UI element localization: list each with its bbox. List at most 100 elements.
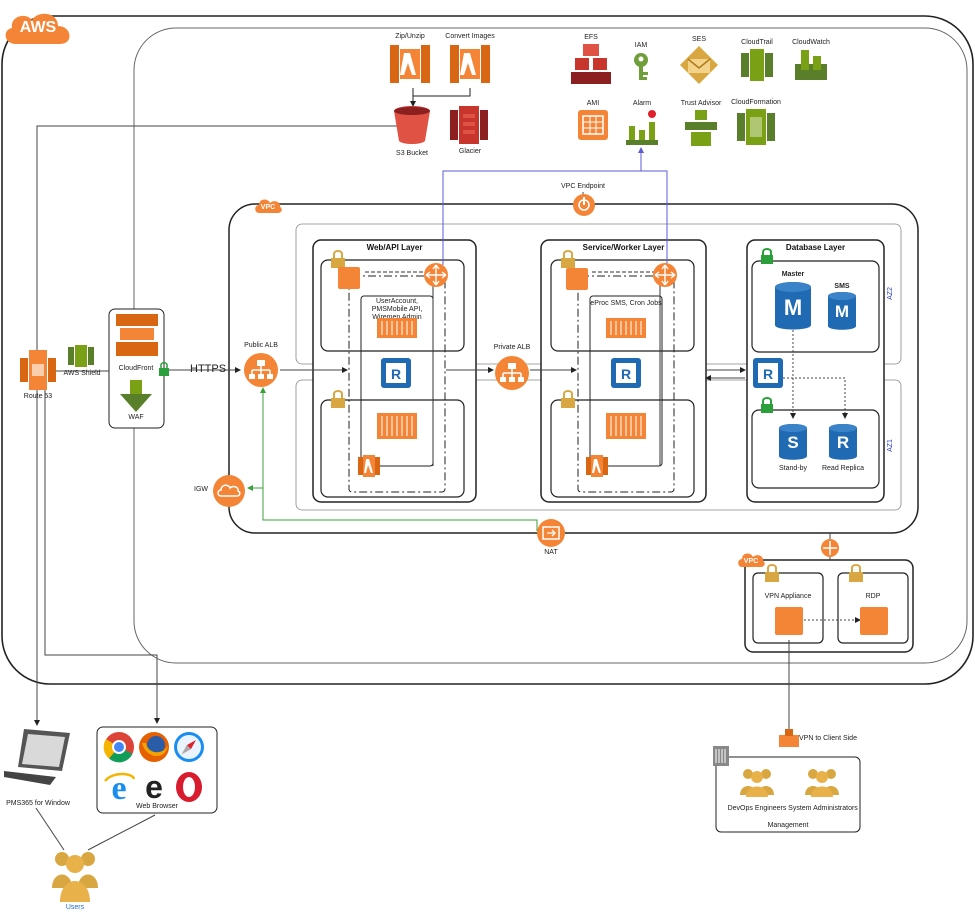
zip-unzip-label: Zip/Unzip: [395, 33, 425, 40]
private-alb-icon: [495, 356, 529, 390]
vpn-client-icon: [779, 729, 799, 747]
ses-icon: [680, 46, 718, 84]
service-group-label: eProc SMS, Cron Jobs: [590, 300, 662, 307]
efs-label: EFS: [584, 34, 598, 41]
lock-icon: [761, 248, 773, 264]
vpn-vpc-badge-label: VPC: [743, 558, 759, 565]
az1-label: AZ1: [886, 439, 894, 452]
igw-icon: [213, 475, 245, 507]
efs-icon: [571, 44, 611, 84]
lambda-icon: [390, 45, 430, 83]
vpn-appliance-instance-icon: [775, 607, 803, 635]
internet-explorer-icon: e: [104, 771, 135, 803]
nat-label: NAT: [544, 549, 558, 556]
svg-text:R: R: [763, 366, 773, 382]
elasticache-redis-icon: R: [611, 358, 641, 388]
cloudformation-label: CloudFormation: [731, 99, 781, 106]
route53-icon: [20, 350, 56, 390]
database-layer-title: Database Layer: [785, 243, 846, 252]
cloudformation-icon: [737, 109, 775, 145]
safari-icon: [174, 732, 204, 762]
edge-icon: e: [145, 771, 163, 803]
vpc-badge-icon: [255, 199, 282, 213]
auto-scaling-icon: [424, 263, 448, 287]
ami-icon: [578, 110, 608, 140]
lock-icon: [331, 390, 345, 408]
alarm-icon: [626, 110, 658, 145]
cloudwatch-icon: [795, 50, 827, 80]
opera-icon: [176, 772, 202, 802]
vpn-to-client-label: VPN to Client Side: [799, 735, 857, 742]
lock-icon: [849, 564, 863, 582]
iam-key-icon: [634, 53, 648, 80]
rds-master-letter: M: [783, 295, 803, 320]
vpc-endpoint-icon: [573, 194, 595, 216]
s3-bucket-icon: [394, 106, 430, 144]
firefox-icon: [139, 732, 169, 762]
elasticache-redis-icon: R: [753, 358, 783, 388]
trust-advisor-label: Trust Advisor: [680, 100, 722, 107]
rds-standby-icon: S: [778, 423, 808, 461]
browser-box: [96, 726, 218, 814]
https-label: HTTPS: [190, 363, 227, 375]
management-label: Management: [767, 822, 809, 829]
svg-text:e: e: [145, 771, 163, 803]
vpc-badge-icon: [738, 553, 765, 567]
sms-label: SMS: [834, 283, 850, 290]
auto-scaling-icon: [653, 263, 677, 287]
management-box: [715, 756, 861, 833]
aws-badge-label: AWS: [19, 19, 57, 36]
cloudtrail-icon: [741, 49, 773, 81]
public-alb-icon: [244, 353, 278, 387]
lock-icon: [159, 362, 169, 376]
lock-icon: [761, 397, 773, 413]
ec2-instance-icon: [566, 268, 588, 290]
cloudfront-label: CloudFront: [118, 365, 154, 372]
users-icon: [52, 852, 98, 902]
private-alb-label: Private ALB: [493, 344, 531, 351]
cloudfront-icon: [116, 314, 158, 356]
elasticache-redis-icon: R: [381, 358, 411, 388]
rds-sms-letter: M: [834, 302, 850, 321]
alarm-label: Alarm: [632, 100, 652, 107]
web-group-label: UserAccount, PMSMobile API, Wiremen Admi…: [371, 298, 423, 321]
devops-label: DevOps Engineers: [727, 805, 787, 812]
rds-master-icon: M: [774, 281, 812, 331]
s3-bucket-label: S3 Bucket: [396, 150, 428, 157]
aws-cloud-boundary: [1, 15, 974, 685]
rdp-label: RDP: [865, 593, 881, 600]
rds-read-replica-letter: R: [836, 433, 850, 452]
container-icon: [606, 318, 646, 338]
master-label: Master: [781, 271, 805, 278]
trusted-advisor-icon: [685, 110, 717, 146]
aws-cloud-badge: AWS: [2, 10, 74, 46]
lock-icon: [765, 564, 779, 582]
vpc-endpoint-label: VPC Endpoint: [561, 183, 605, 190]
users-label: Users: [65, 904, 85, 911]
lambda-icon: [358, 455, 380, 477]
convert-images-label: Convert Images: [445, 33, 495, 40]
rds-sms-icon: M: [827, 291, 857, 331]
pms365-label: PMS365 for Window: [6, 800, 70, 807]
lock-icon: [331, 250, 345, 268]
glacier-icon: [450, 106, 488, 144]
vpn-vpc-boundary: [744, 559, 914, 653]
devops-engineers-icon: [740, 769, 774, 797]
lambda-icon: [450, 45, 490, 83]
lambda-icon: [586, 455, 608, 477]
web-browser-label: Web Browser: [136, 803, 178, 810]
glacier-label: Glacier: [458, 148, 482, 155]
aws-shield-label: AWS Shield: [63, 370, 101, 377]
az2-label: AZ2: [886, 287, 894, 300]
service-layer-title: Service/Worker Layer: [582, 243, 665, 252]
public-alb-label: Public ALB: [244, 342, 278, 349]
nat-gateway-icon: [537, 519, 565, 547]
vpn-gateway-icon: [821, 539, 839, 557]
container-icon: [606, 413, 646, 439]
igw-label: IGW: [194, 486, 208, 493]
ami-label: AMI: [586, 100, 600, 107]
service-asg: [577, 275, 675, 493]
rdp-instance-icon: [860, 607, 888, 635]
container-icon: [377, 413, 417, 439]
